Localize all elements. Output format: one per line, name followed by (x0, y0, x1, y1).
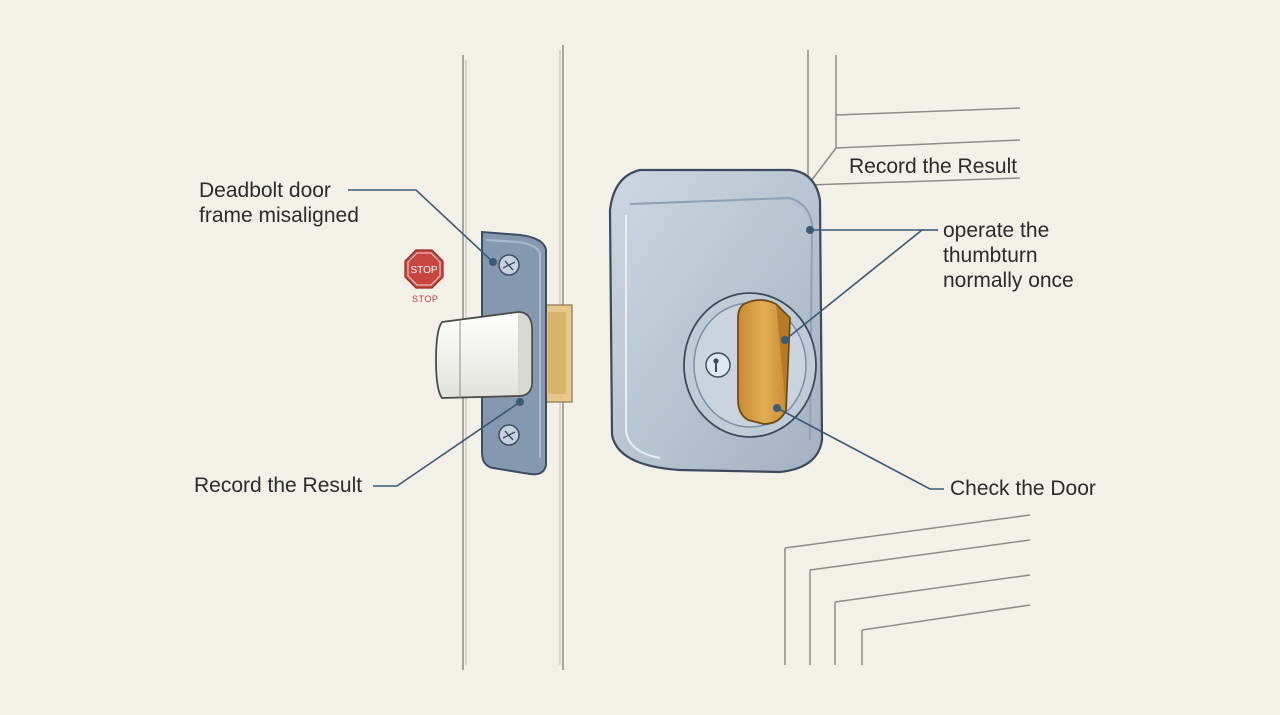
label-frame-misaligned: Deadbolt door frame misaligned (199, 179, 359, 227)
label-record-result-left: Record the Result (194, 474, 363, 497)
keyhole-icon (705, 352, 731, 378)
door-panel-bottom (784, 514, 1031, 665)
stop-sign-icon: STOP (404, 249, 444, 289)
deadbolt-bolt (435, 311, 533, 399)
leader-lines (348, 189, 944, 490)
screw-icon (498, 254, 520, 276)
label-operate-thumbturn: operate the thumbturn normally once (943, 219, 1074, 292)
leader-dots (489, 226, 814, 412)
stop-sign-text: STOP (410, 265, 437, 276)
door-panel-top (807, 50, 1021, 186)
label-record-result-top: Record the Result (849, 155, 1018, 178)
thumbturn (737, 299, 791, 425)
stop-caption: STOP (412, 294, 439, 304)
screw-icon (498, 424, 520, 446)
label-check-door: Check the Door (950, 477, 1096, 500)
